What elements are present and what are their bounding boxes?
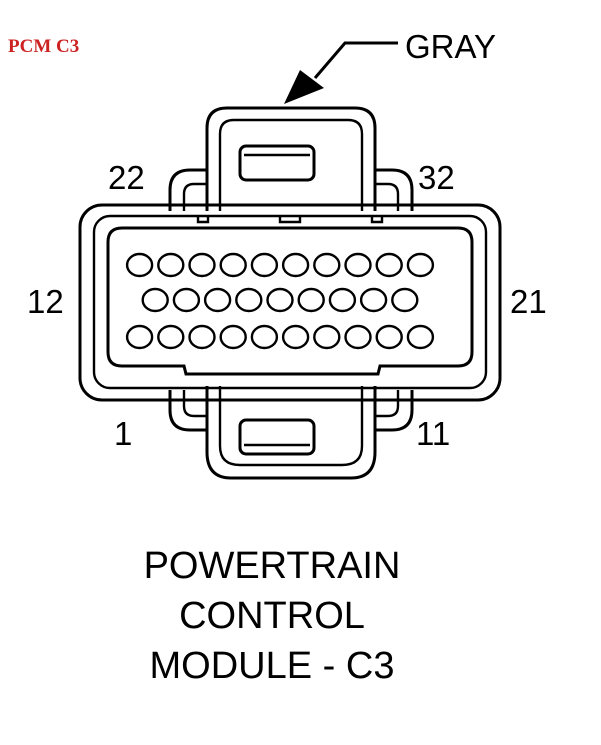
pin-cavity xyxy=(281,252,310,278)
callout-label-gray: GRAY xyxy=(405,28,496,65)
pin-label-22: 22 xyxy=(108,159,145,196)
pin-cavity xyxy=(250,324,279,350)
pin-cavity xyxy=(157,324,185,350)
connector-body xyxy=(78,106,502,480)
pin-cavity xyxy=(391,287,419,313)
pin-cavity xyxy=(157,252,185,278)
pin-cavity xyxy=(359,287,388,313)
title-line-1: POWERTRAIN xyxy=(144,545,401,587)
pin-grid xyxy=(125,252,435,350)
pin-cavity xyxy=(141,287,169,313)
pin-cavity xyxy=(188,252,216,278)
pin-cavity xyxy=(203,287,232,313)
page-heading: PCM C3 xyxy=(8,36,79,57)
pin-cavity xyxy=(125,324,154,350)
pin-cavity xyxy=(125,252,154,278)
pin-cavity xyxy=(313,324,341,350)
pin-cavity xyxy=(328,287,357,313)
pin-cavity xyxy=(281,324,310,350)
pin-cavity xyxy=(375,324,403,350)
pin-cavity xyxy=(344,324,372,350)
pin-label-11: 11 xyxy=(416,415,450,452)
pin-cavity xyxy=(188,324,216,350)
pin-cavity xyxy=(344,252,372,278)
title-line-3: MODULE - C3 xyxy=(150,645,395,687)
pin-label-12: 12 xyxy=(27,283,64,320)
callout-arrow xyxy=(284,41,398,104)
pin-cavity xyxy=(375,252,403,278)
pin-label-32: 32 xyxy=(418,159,455,196)
title-line-2: CONTROL xyxy=(179,595,365,637)
pin-label-1: 1 xyxy=(114,415,132,452)
top-latch-window xyxy=(238,144,316,182)
pin-cavity xyxy=(313,252,341,278)
pin-cavity xyxy=(406,252,435,278)
pin-cavity xyxy=(297,287,325,313)
pin-cavity xyxy=(219,252,247,278)
pin-cavity xyxy=(235,287,263,313)
pin-cavity xyxy=(250,252,279,278)
pin-cavity xyxy=(219,324,247,350)
pin-label-21: 21 xyxy=(510,283,547,320)
pin-cavity xyxy=(406,324,435,350)
bottom-latch-window xyxy=(238,418,316,456)
pin-cavity xyxy=(172,287,201,313)
pin-cavity xyxy=(266,287,294,313)
